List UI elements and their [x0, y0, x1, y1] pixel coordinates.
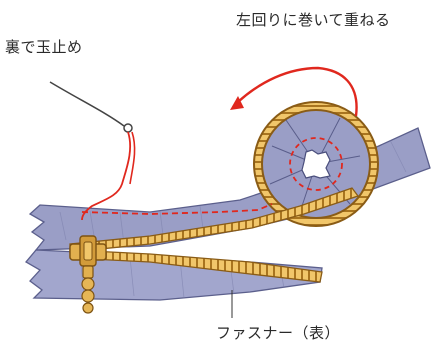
roll-direction-label: 左回りに巻いて重ねる	[236, 9, 391, 30]
needle-eye-loop	[124, 124, 132, 132]
zipper-front-label: ファスナー（表）	[216, 322, 340, 343]
red-thread-tail	[130, 132, 135, 184]
red-thread-loop	[82, 132, 130, 220]
needle-thread	[50, 82, 124, 126]
back-knot-label: 裏で玉止め	[5, 36, 83, 57]
